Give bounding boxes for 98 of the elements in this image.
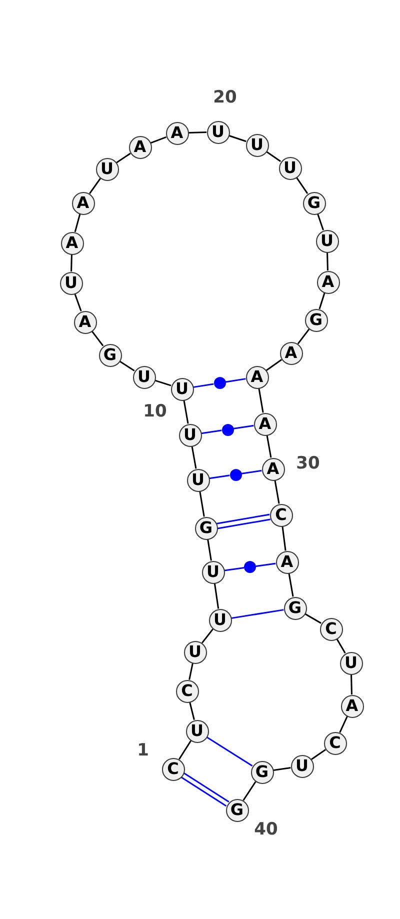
base-letter: C — [325, 621, 337, 637]
base-letter: A — [258, 416, 272, 432]
backbone-line — [189, 702, 195, 720]
position-number: 10 — [143, 404, 167, 420]
base-pair-line — [180, 776, 227, 807]
base-letter: U — [214, 612, 226, 628]
backbone-line — [119, 360, 135, 372]
backbone-line — [228, 134, 246, 142]
backbone-line — [266, 359, 282, 371]
base-pair-line — [193, 383, 214, 388]
base-letter: G — [255, 764, 269, 780]
backbone-line — [350, 674, 352, 695]
backbone-line — [183, 400, 189, 424]
base-letter: U — [100, 161, 114, 177]
backbone-line — [201, 628, 214, 644]
base-pair-line — [206, 736, 253, 766]
base-pair-line — [225, 378, 246, 383]
backbone-line — [154, 380, 172, 386]
base-letter: U — [176, 381, 188, 397]
base-letter: A — [250, 369, 264, 385]
backbone-line — [199, 491, 205, 517]
position-number: 20 — [213, 90, 237, 106]
backbone-line — [311, 748, 326, 760]
backbone-line — [150, 136, 167, 144]
base-letter: U — [64, 275, 78, 291]
base-letter: U — [188, 644, 202, 660]
backbone-line — [188, 663, 194, 680]
position-number: 40 — [254, 822, 278, 838]
backbone-line — [266, 435, 272, 458]
base-letter: G — [199, 520, 213, 536]
base-letter: U — [250, 137, 264, 153]
backbone-line — [274, 480, 280, 504]
backbone-line — [207, 539, 212, 561]
base-letter: U — [320, 233, 334, 249]
backbone-line — [296, 177, 308, 194]
backbone-line — [242, 781, 256, 801]
backbone-line — [116, 152, 131, 164]
backbone-line — [336, 638, 346, 654]
base-pair-line — [201, 430, 222, 434]
backbone-line — [339, 716, 348, 733]
base-letter: G — [230, 802, 244, 818]
base-letter: A — [284, 345, 298, 361]
base-pair-line — [231, 609, 284, 619]
base-letter: U — [138, 369, 150, 385]
backbone-line — [178, 740, 192, 760]
backbone-line — [74, 214, 81, 232]
base-pair-line — [233, 424, 254, 430]
base-pair-line — [183, 772, 230, 802]
backbone-line — [214, 583, 220, 609]
position-number: 30 — [296, 456, 320, 472]
backbone-line — [282, 526, 286, 551]
base-letter: G — [103, 347, 117, 363]
base-pair-line — [209, 474, 230, 480]
backbone-line — [317, 214, 324, 230]
backbone-line — [91, 330, 104, 346]
base-pair-line — [241, 470, 262, 474]
base-letter: G — [288, 600, 302, 616]
base-letter: A — [170, 125, 184, 141]
backbone-line — [326, 252, 328, 271]
backbone-line — [89, 178, 101, 194]
backbone-line — [188, 132, 207, 134]
backbone-line — [273, 766, 291, 772]
backbone-line — [70, 254, 72, 272]
base-pair-line — [256, 562, 276, 567]
backbone-line — [297, 328, 310, 344]
backbone-line — [288, 573, 294, 597]
base-letter: A — [76, 195, 90, 211]
backbone-line — [304, 613, 322, 624]
backbone-line — [258, 388, 264, 413]
base-letter: C — [181, 683, 193, 699]
backbone-line — [74, 294, 82, 312]
base-letter: G — [309, 312, 323, 328]
base-letter: A — [266, 461, 280, 477]
base-letter: C — [167, 761, 179, 777]
base-letter: U — [206, 564, 220, 580]
base-pair-line — [216, 514, 270, 524]
base-letter: U — [192, 472, 204, 488]
backbone-line — [191, 446, 197, 469]
base-letter: A — [78, 314, 92, 330]
base-letter: A — [322, 274, 334, 290]
base-letter: U — [212, 124, 224, 140]
base-letter: A — [134, 139, 146, 155]
base-letter: U — [184, 427, 196, 443]
base-pair-line — [224, 567, 244, 572]
base-pair-line — [217, 518, 270, 530]
backbone-line — [318, 292, 326, 310]
base-letter: U — [284, 160, 296, 176]
position-number: 1 — [137, 742, 149, 760]
base-letter: A — [66, 235, 78, 251]
base-letter: U — [190, 723, 204, 739]
backbone-line — [266, 150, 281, 162]
base-letter: U — [344, 655, 358, 671]
base-letter: A — [280, 554, 294, 570]
base-letter: C — [275, 507, 287, 523]
base-letter: G — [307, 195, 321, 211]
base-letter: A — [346, 698, 358, 714]
base-letter: U — [296, 758, 308, 774]
base-letter: C — [329, 735, 341, 751]
